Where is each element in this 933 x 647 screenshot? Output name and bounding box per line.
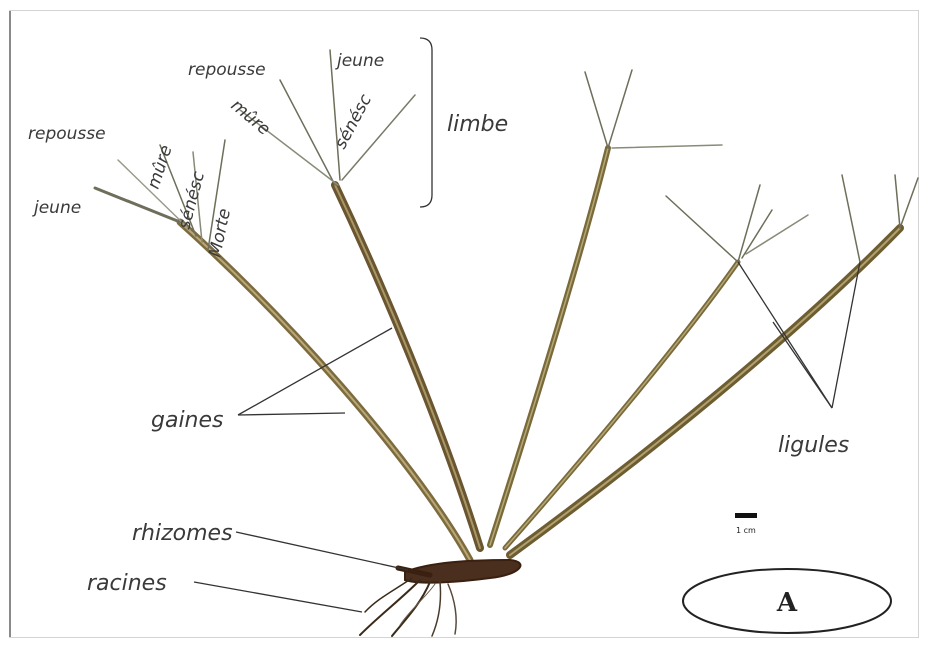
limbe-bracket xyxy=(420,38,432,207)
label-racines: racines xyxy=(87,571,167,596)
label-senesc-top: sénésc xyxy=(331,91,377,153)
blade-5b xyxy=(900,178,918,228)
blade-5c xyxy=(895,175,900,228)
gaines-leader-lower xyxy=(238,413,345,415)
scale-bar-label: 1 cm xyxy=(736,526,756,535)
racines-leader xyxy=(194,582,362,612)
scale-bar-mark xyxy=(735,513,757,518)
root-3 xyxy=(432,582,441,636)
rhizomes-leader xyxy=(236,532,408,570)
blade-4a xyxy=(666,196,738,262)
blade-3c xyxy=(612,145,722,148)
label-jeune-left: jeune xyxy=(32,198,81,218)
blade-4b xyxy=(738,185,760,262)
blade-1a xyxy=(95,188,180,222)
blade-3b xyxy=(608,70,632,148)
label-morte-left: Morte xyxy=(205,207,235,259)
stem-2 xyxy=(335,185,480,548)
blade-4d xyxy=(746,215,808,254)
label-rhizomes: rhizomes xyxy=(132,521,233,546)
blade-3a xyxy=(585,72,608,148)
label-repousse-left: repousse xyxy=(28,124,106,144)
stem-5-highlight xyxy=(510,228,900,555)
root-2 xyxy=(392,582,430,636)
panel-badge-letter: A xyxy=(776,588,798,618)
stem-3 xyxy=(490,148,608,545)
label-repousse-top: repousse xyxy=(188,60,266,80)
label-gaines: gaines xyxy=(151,408,224,433)
label-jeune-top: jeune xyxy=(335,51,384,71)
root-4 xyxy=(448,584,456,634)
label-ligules: ligules xyxy=(778,433,849,458)
panel-badge: A xyxy=(683,569,891,633)
ligules-leader-3 xyxy=(773,322,832,408)
scale-bar: 1 cm xyxy=(735,513,757,535)
stem-5 xyxy=(510,228,900,555)
label-senesc-left: sénésc xyxy=(175,169,210,232)
blade-5a xyxy=(842,175,860,262)
label-mure-top: mûre xyxy=(227,96,274,140)
gaines-leader-upper xyxy=(238,328,392,415)
label-limbe: limbe xyxy=(447,112,508,137)
ligules-leader-1 xyxy=(738,262,832,408)
plant-drawing xyxy=(95,50,918,636)
blade-2a xyxy=(280,80,335,185)
label-mure-left: mûre xyxy=(144,143,177,192)
